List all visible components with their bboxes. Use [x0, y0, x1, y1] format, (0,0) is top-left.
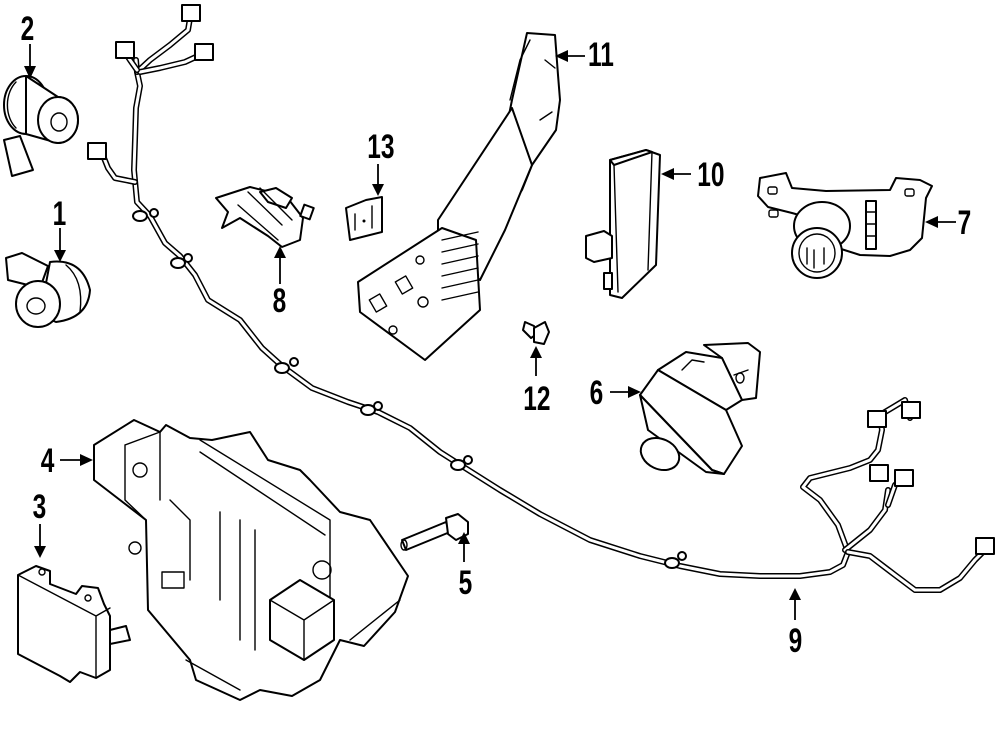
bracket-assembly[interactable] — [357, 32, 561, 361]
harness-clips — [132, 208, 687, 569]
callout-4[interactable]: 4 — [41, 442, 55, 480]
junction-box-bracket[interactable] — [93, 419, 409, 701]
connector — [194, 43, 214, 61]
callout-13[interactable]: 13 — [367, 128, 394, 166]
parking-sensor-with-bracket[interactable] — [3, 75, 79, 177]
callout-11[interactable]: 11 — [588, 36, 614, 74]
connector — [867, 410, 887, 428]
callout-12[interactable]: 12 — [523, 380, 550, 418]
connector — [869, 464, 889, 482]
rear-camera[interactable] — [636, 342, 761, 476]
connector — [901, 401, 921, 419]
heat-sink-fins — [441, 231, 479, 301]
callout-8[interactable]: 8 — [273, 282, 287, 320]
connector — [87, 142, 107, 160]
screw[interactable] — [522, 321, 550, 345]
callout-7[interactable]: 7 — [958, 204, 972, 242]
connector — [181, 4, 201, 22]
callout-1[interactable]: 1 — [53, 195, 67, 233]
connector — [894, 469, 914, 487]
switch[interactable] — [215, 186, 315, 248]
callout-6[interactable]: 6 — [590, 374, 604, 412]
callout-2[interactable]: 2 — [21, 10, 35, 48]
callout-9[interactable]: 9 — [789, 622, 803, 660]
wiring-harness[interactable] — [87, 4, 995, 593]
bolt[interactable] — [400, 513, 469, 551]
connector — [975, 537, 995, 555]
control-module[interactable] — [17, 565, 131, 683]
callout-3[interactable]: 3 — [33, 488, 47, 526]
clip[interactable] — [345, 196, 383, 241]
callout-10[interactable]: 10 — [697, 156, 724, 194]
callout-5[interactable]: 5 — [459, 564, 473, 602]
camera-bracket[interactable] — [757, 172, 933, 279]
module[interactable] — [585, 149, 661, 299]
leader-lines — [24, 44, 956, 620]
connector — [115, 41, 135, 59]
parking-sensor[interactable] — [5, 252, 91, 328]
callout-labels: 2 1 8 13 11 10 7 12 6 4 3 5 9 — [21, 10, 972, 660]
